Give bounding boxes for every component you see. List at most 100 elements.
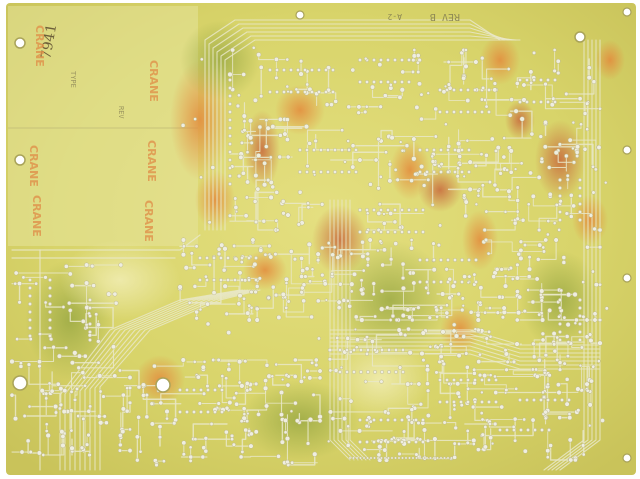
pad [402,429,407,434]
trace [312,394,321,418]
pad [333,148,337,152]
pad [364,104,369,109]
pad [503,210,508,214]
pad [368,419,373,424]
pad [432,456,436,460]
pad [136,384,142,390]
pad [455,140,462,147]
pad [558,178,562,182]
pad [249,140,254,145]
trace [64,289,244,471]
pad [63,264,69,269]
pad [480,183,485,188]
pad [480,400,484,404]
pad [88,306,92,310]
trace [337,249,386,259]
pad [487,378,491,382]
pad [199,175,203,180]
pad [263,378,268,384]
pad [578,218,582,222]
pad [508,148,514,154]
pad [376,456,380,460]
pad [48,310,52,314]
pad [96,339,101,344]
trace [11,234,201,251]
pad [487,329,492,334]
pad [376,248,380,253]
pad [411,156,417,162]
pad [558,218,562,222]
pad [336,305,342,311]
pad [530,299,536,305]
pad [362,447,367,452]
pad [564,334,570,339]
pad [514,275,520,281]
pad [180,357,186,363]
pad [305,148,309,152]
pad [249,305,254,310]
pad [187,300,192,305]
pad [96,360,101,365]
pad [534,367,539,372]
trace [254,191,278,203]
pad [400,148,405,153]
pad [355,337,360,343]
pad [419,92,424,97]
pad [445,400,449,404]
pad [475,317,481,323]
pad [476,447,481,452]
pad [349,289,354,294]
pad [378,174,383,179]
pad [61,408,67,415]
pad [266,295,271,300]
pad [459,378,463,382]
printed-type-label: TYPE [69,71,77,88]
pad [440,344,444,349]
pad [268,179,274,185]
pad [207,262,212,268]
pad [592,311,598,317]
pad [76,414,81,418]
pad [475,312,481,318]
pad [205,383,210,389]
pad [401,370,405,374]
pad [407,440,411,444]
pad [443,456,446,460]
stain [595,40,625,80]
pad [285,84,290,89]
pad [539,100,543,104]
pad [275,228,280,232]
pad [192,410,196,414]
pad [127,375,133,380]
pad [585,388,590,393]
pad [358,80,362,84]
pad [252,261,258,267]
pad [473,110,477,114]
pad [547,373,552,378]
trace [225,307,254,315]
pad [388,318,393,322]
pad [459,110,463,114]
pad [345,370,349,374]
solder-pads [9,46,609,468]
pad [88,330,92,334]
pad [416,420,421,426]
pad [400,80,404,84]
pad [480,432,485,437]
pad [393,230,397,234]
trace [275,363,303,383]
pad [534,276,540,282]
pad [285,57,290,62]
pad [484,104,489,109]
pad [283,430,288,435]
pad [479,97,484,102]
pad [298,378,304,384]
pad [219,278,223,282]
pad [303,274,308,279]
pad [591,164,595,169]
pad [372,58,376,62]
pad [547,307,553,313]
pad [82,375,87,380]
pad [84,262,90,268]
pad [121,392,126,398]
